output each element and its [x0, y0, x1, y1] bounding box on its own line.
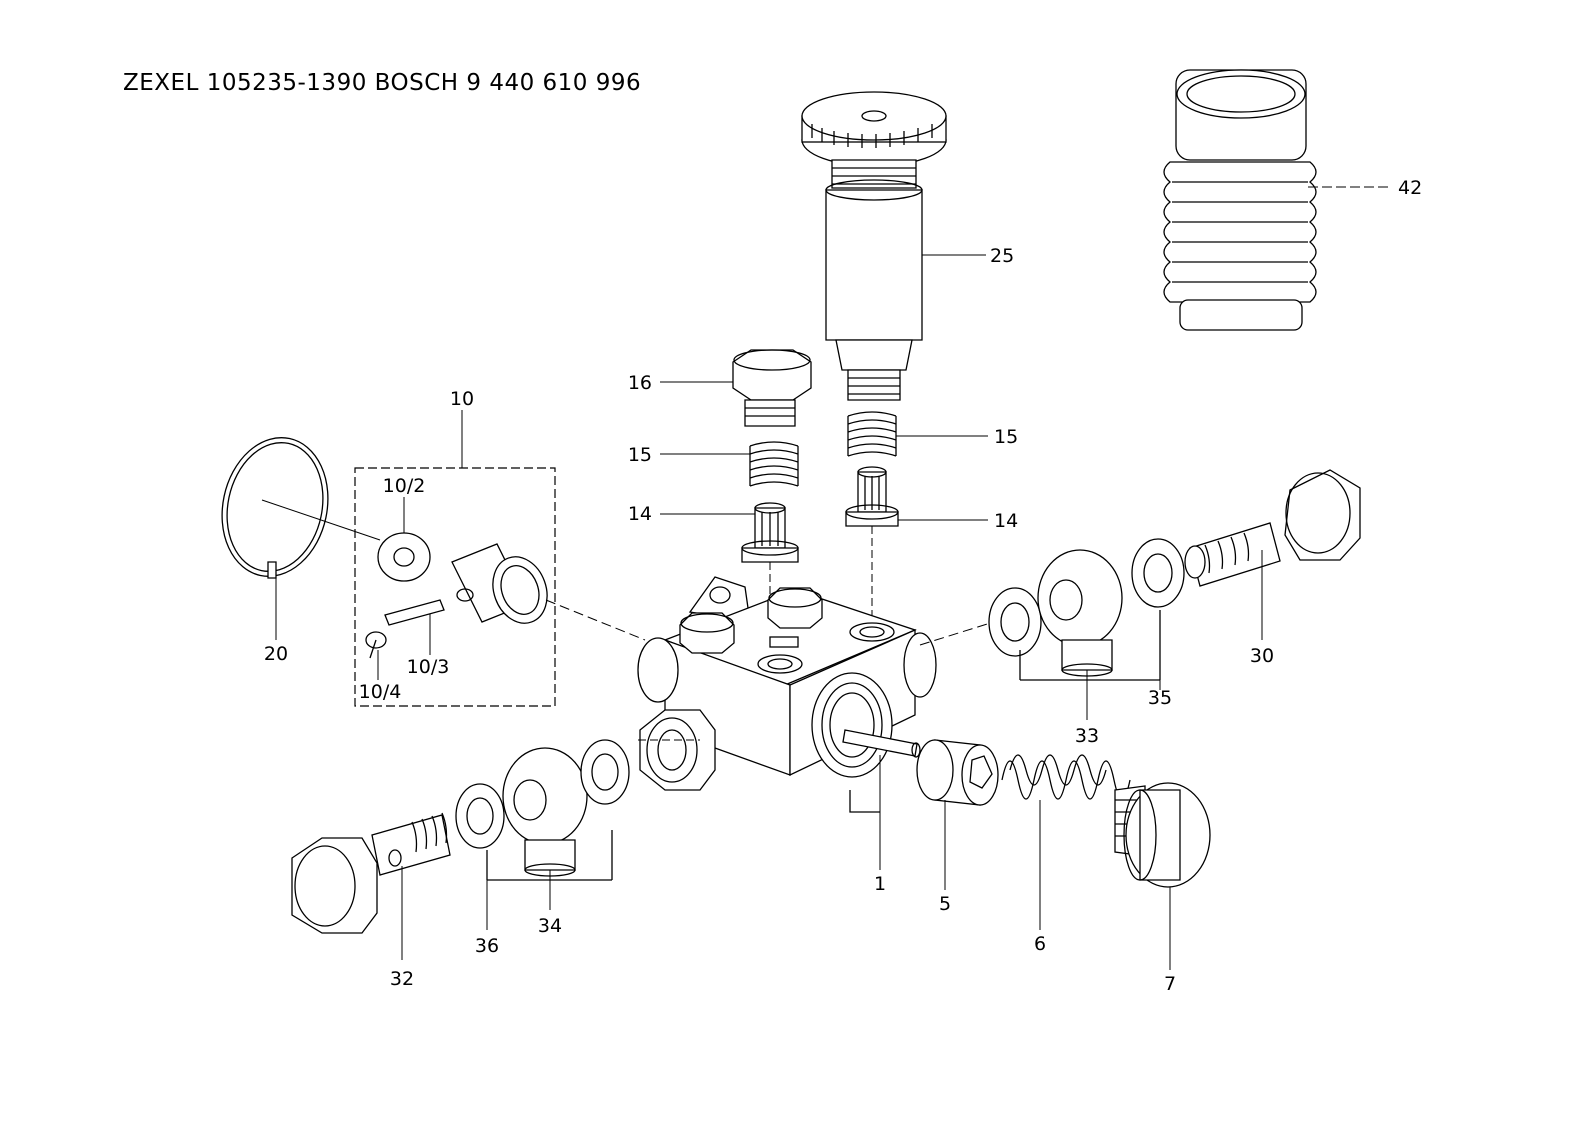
label-20: 20 [264, 643, 288, 665]
label-7: 7 [1164, 973, 1176, 995]
label-36: 36 [475, 935, 499, 957]
part-34-banjo-left [486, 739, 700, 930]
label-1: 1 [874, 873, 886, 895]
label-14-right: 14 [994, 510, 1018, 532]
part-20-snap-ring [221, 437, 381, 640]
part-36-washer-left [455, 783, 505, 849]
label-32: 32 [390, 968, 414, 990]
label-15-left: 15 [628, 444, 652, 466]
part-14-valve-right [845, 466, 988, 620]
part-25-hand-primer [801, 91, 986, 401]
part-33-banjo-right [988, 549, 1161, 720]
label-5: 5 [939, 893, 951, 915]
part-30-banjo-bolt-right [1184, 469, 1361, 640]
label-10-3: 10/3 [407, 656, 450, 678]
label-10: 10 [450, 388, 474, 410]
part-10-assembly-box [354, 410, 646, 707]
label-16: 16 [628, 372, 652, 394]
part-14-valve-left [660, 502, 799, 640]
label-30: 30 [1250, 645, 1274, 667]
label-14-left: 14 [628, 503, 652, 525]
part-16-plug-screw [660, 349, 812, 427]
diagram-title: ZEXEL 105235-1390 BOSCH 9 440 610 996 [123, 70, 641, 96]
label-35: 35 [1148, 687, 1172, 709]
part-5-piston [916, 739, 999, 890]
label-15-right: 15 [994, 426, 1018, 448]
label-10-2: 10/2 [383, 475, 426, 497]
part-15-spring-right [847, 411, 988, 457]
part-1-pump-body [637, 576, 1001, 870]
label-42: 42 [1398, 177, 1422, 199]
part-32-banjo-bolt-left [291, 812, 451, 960]
part-15-spring-left [660, 441, 799, 487]
label-34: 34 [538, 915, 562, 937]
label-33: 33 [1075, 725, 1099, 747]
part-7-plug [1114, 782, 1211, 970]
label-10-4: 10/4 [359, 681, 402, 703]
part-35-washer-right [1131, 538, 1185, 608]
part-42-boot [1163, 69, 1390, 331]
part-6-spring [1001, 754, 1131, 930]
label-6: 6 [1034, 933, 1046, 955]
label-25: 25 [990, 245, 1014, 267]
